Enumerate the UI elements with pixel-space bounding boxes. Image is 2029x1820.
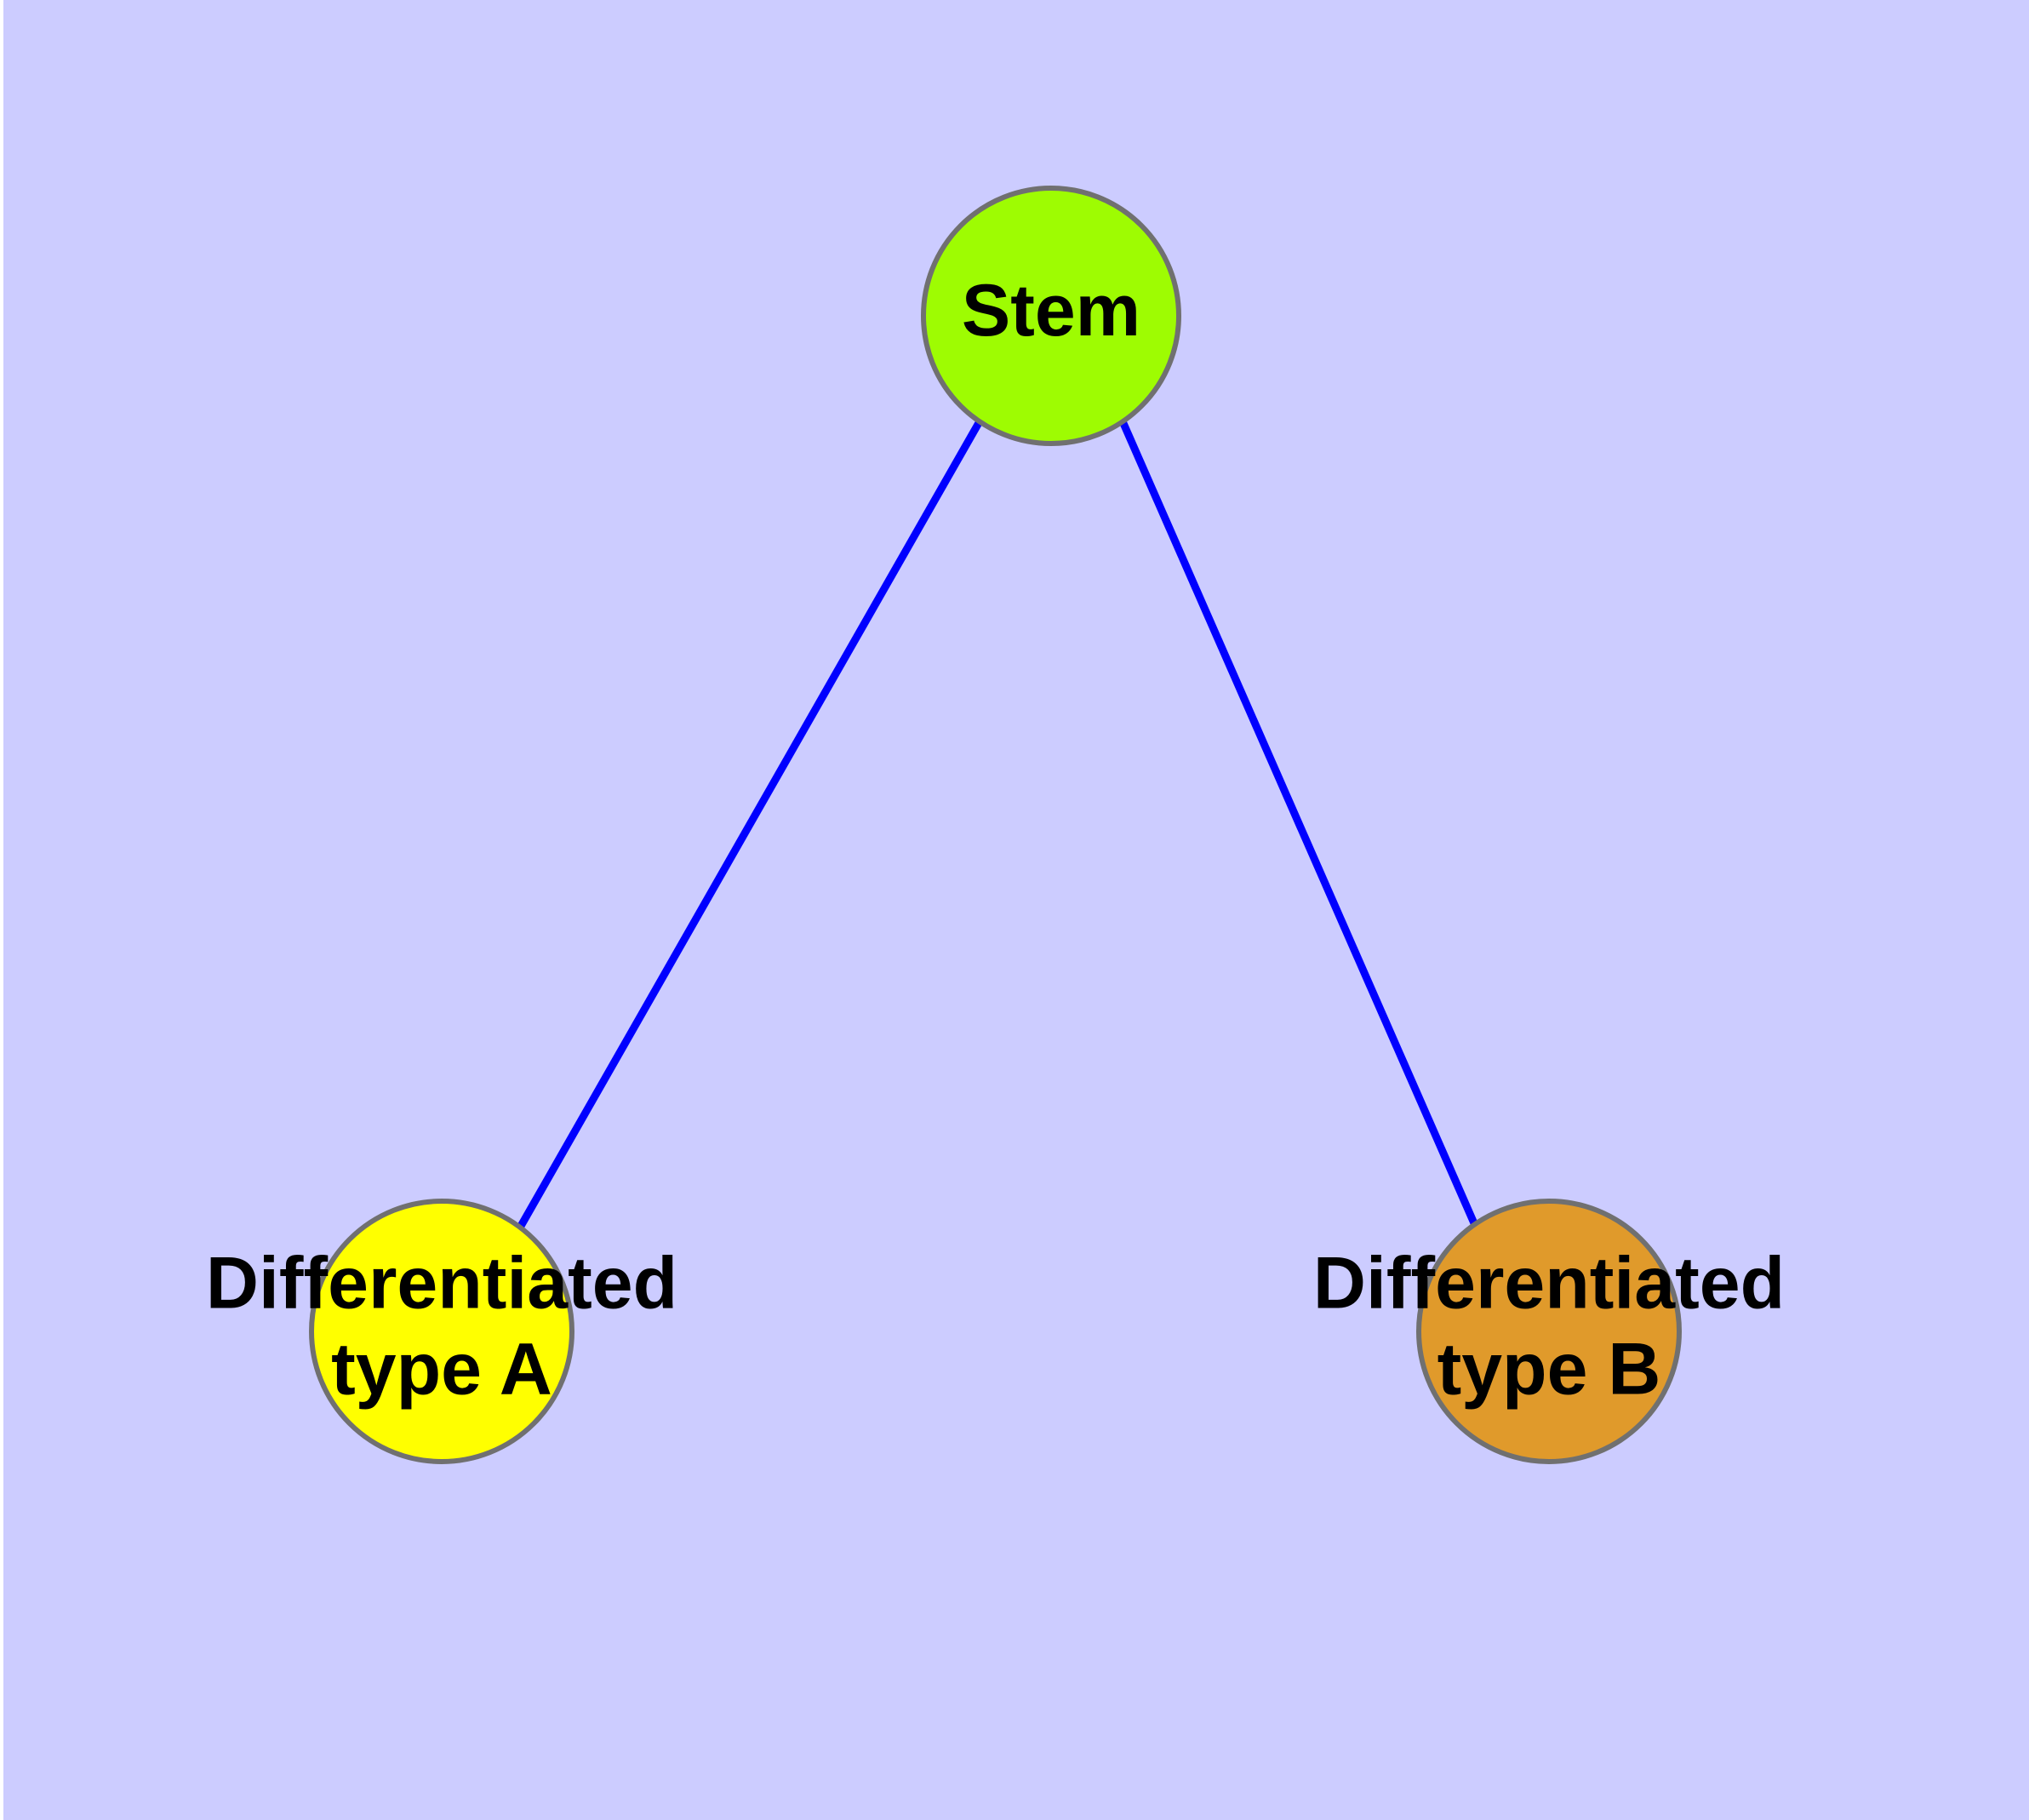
node-stem-circle[interactable] (921, 186, 1181, 446)
node-layer (309, 186, 1682, 1464)
node-label-line: type A (331, 1328, 552, 1410)
node-differentiated-type-b-circle[interactable] (1416, 1199, 1682, 1464)
edge-layer (517, 419, 1478, 1230)
node-stem[interactable] (921, 186, 1181, 446)
edge-stem-to-differentiated-type-a (517, 419, 983, 1230)
node-differentiated-type-a[interactable] (309, 1199, 574, 1464)
node-label-line: Differentiated (206, 1242, 677, 1324)
node-differentiated-type-b[interactable] (1416, 1199, 1682, 1464)
edge-stem-to-differentiated-type-b (1118, 420, 1478, 1225)
node-stem-label: Stem (962, 270, 1140, 352)
node-differentiated-type-a-circle[interactable] (309, 1199, 574, 1464)
node-label-line: Differentiated (1313, 1242, 1785, 1324)
node-label-line: Stem (962, 270, 1140, 352)
node-label-line: type B (1437, 1328, 1661, 1410)
